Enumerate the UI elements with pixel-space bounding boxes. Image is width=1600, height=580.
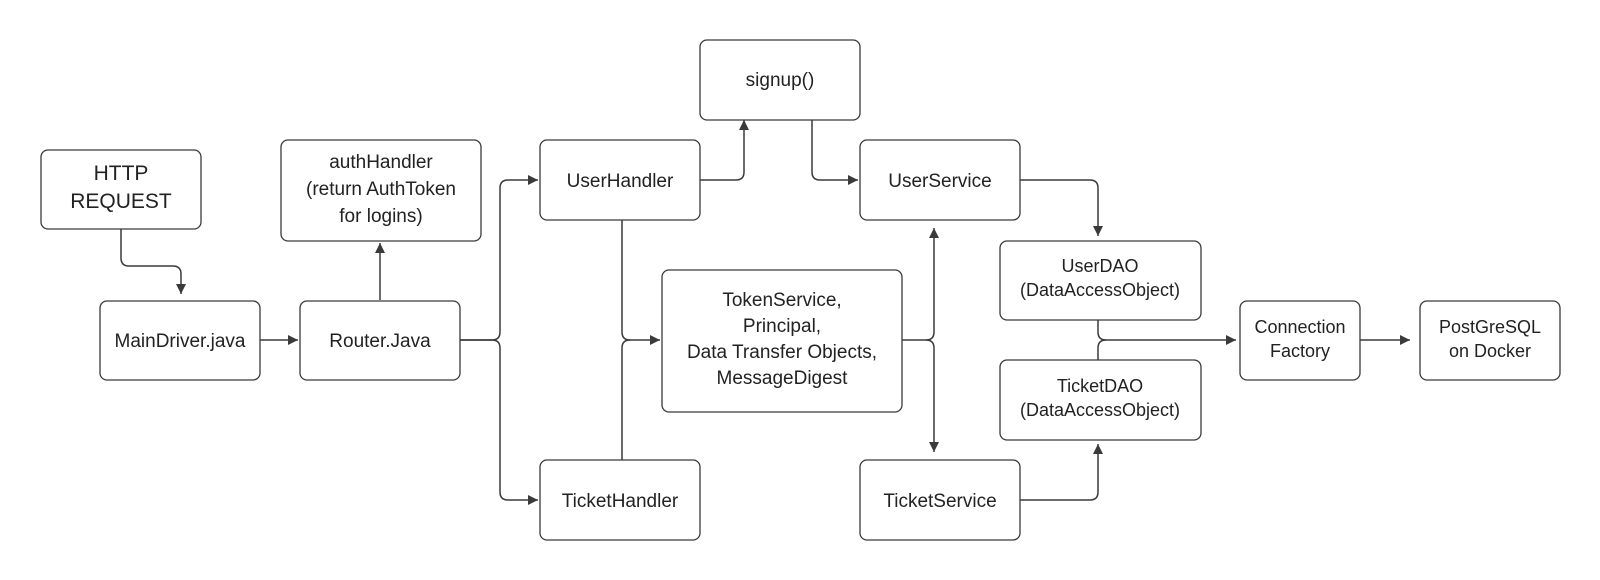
node-user-dao: UserDAO (DataAccessObject) — [999, 240, 1202, 321]
node-router: Router.Java — [299, 300, 461, 381]
http-request-line-1: HTTP — [94, 162, 149, 185]
postgresql-line-1: PostGreSQL — [1439, 317, 1541, 337]
node-auth-handler: authHandler (return AuthToken for logins… — [280, 139, 482, 242]
user-handler-label: UserHandler — [567, 171, 674, 192]
main-driver-label: MainDriver.java — [115, 331, 246, 352]
token-service-line-3: Data Transfer Objects, — [687, 342, 877, 363]
token-service-line-4: MessageDigest — [717, 368, 849, 389]
edge-userservice-to-userdao — [1020, 179, 1103, 236]
edge-tokenservice-to-userservice — [900, 228, 939, 341]
node-ticket-dao: TicketDAO (DataAccessObject) — [999, 359, 1202, 441]
node-ticket-handler: TicketHandler — [539, 459, 701, 541]
edge-http-to-maindriver — [120, 228, 186, 294]
node-connection-factory: Connection Factory — [1239, 300, 1361, 381]
ticket-service-label: TicketService — [883, 491, 996, 512]
node-postgresql: PostGreSQL on Docker — [1419, 300, 1561, 381]
signup-label: signup() — [746, 70, 815, 91]
edge-ticketdao-to-connectionfactory — [1097, 339, 1107, 360]
node-user-handler: UserHandler — [539, 139, 701, 221]
node-ticket-service: TicketService — [859, 459, 1021, 541]
edge-ticketservice-to-ticketdao — [1020, 444, 1103, 501]
user-dao-line-2: (DataAccessObject) — [1020, 280, 1180, 300]
edge-userhandler-to-tokenservice — [621, 220, 660, 345]
auth-handler-line-3: for logins) — [339, 206, 422, 227]
edge-signup-to-userservice — [811, 120, 858, 185]
node-user-service: UserService — [859, 139, 1021, 221]
ticket-handler-label: TicketHandler — [562, 491, 679, 512]
auth-handler-line-1: authHandler — [329, 152, 433, 173]
edge-router-to-userhandler — [460, 175, 538, 341]
node-signup: signup() — [699, 39, 861, 121]
edge-userdao-to-connectionfactory — [1097, 320, 1236, 345]
ticket-dao-line-1: TicketDAO — [1057, 376, 1143, 396]
user-service-label: UserService — [888, 171, 991, 192]
postgresql-line-2: on Docker — [1449, 341, 1531, 361]
edge-userhandler-to-signup — [700, 120, 749, 181]
token-service-line-2: Principal, — [743, 316, 821, 337]
node-main-driver: MainDriver.java — [99, 300, 261, 381]
user-dao-line-1: UserDAO — [1061, 256, 1138, 276]
node-http-request: HTTP REQUEST — [40, 149, 202, 230]
node-token-service: TokenService, Principal, Data Transfer O… — [661, 269, 903, 413]
auth-handler-line-2: (return AuthToken — [306, 179, 456, 200]
http-request-line-2: REQUEST — [70, 190, 172, 213]
router-label: Router.Java — [329, 331, 431, 352]
edge-router-to-tickethandler — [460, 339, 538, 505]
connection-factory-line-1: Connection — [1254, 317, 1345, 337]
ticket-dao-line-2: (DataAccessObject) — [1020, 400, 1180, 420]
edge-tickethandler-to-tokenservice — [621, 339, 631, 460]
connectors — [120, 120, 1410, 505]
edge-tokenservice-to-ticketservice — [925, 339, 939, 452]
connection-factory-line-2: Factory — [1270, 341, 1330, 361]
token-service-line-1: TokenService, — [722, 290, 841, 311]
